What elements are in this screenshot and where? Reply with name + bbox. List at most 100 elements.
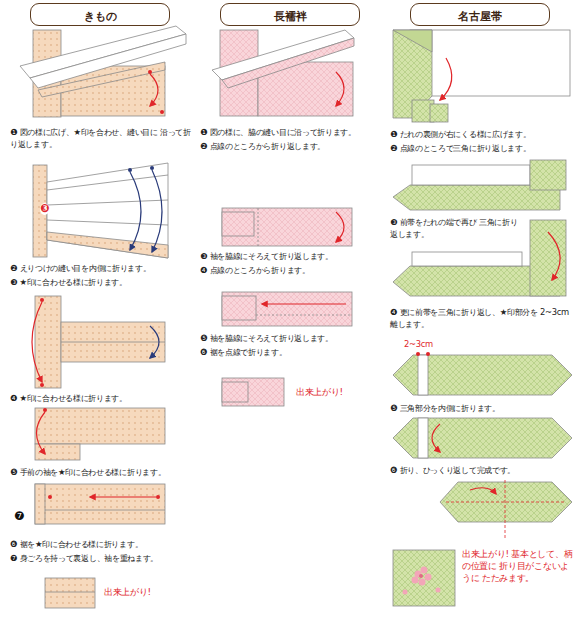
kimono-step2	[130, 172, 141, 250]
kimono-step4	[43, 408, 47, 412]
obi-step5	[418, 418, 428, 458]
section-header: 名古屋帯	[410, 3, 550, 26]
header-text: 名古屋帯	[458, 10, 502, 24]
kimono-step3	[40, 383, 44, 387]
kimono-step2	[47, 200, 168, 205]
nagajuban-step2	[258, 208, 259, 246]
kimono-step5	[35, 484, 45, 524]
kimono-step5	[35, 484, 165, 524]
nagajuban-step3	[256, 315, 352, 316]
dimension: 2~3cm	[404, 338, 433, 350]
obi-finished	[403, 590, 408, 595]
kimono-step1	[150, 74, 158, 106]
obi-finished	[419, 574, 423, 578]
obi-step6	[440, 480, 572, 538]
kimono-finished	[45, 578, 95, 608]
obi-step2	[393, 160, 566, 210]
obi-step4	[393, 355, 572, 395]
obi-finished	[419, 579, 426, 586]
callout-number: ❸	[40, 203, 49, 215]
obi-step1	[393, 30, 432, 52]
nagajuban-finished	[222, 378, 284, 406]
nagajuban-step1	[212, 30, 354, 80]
obi-step3	[530, 220, 566, 296]
kimono-step1	[160, 110, 164, 114]
kimono-step4	[35, 408, 165, 460]
nagajuban-step1	[336, 72, 344, 106]
obi-step5	[393, 418, 572, 458]
obi-step5	[393, 418, 572, 458]
kimono-step4	[35, 444, 80, 460]
kimono-step3	[40, 298, 44, 302]
obi-step6	[440, 482, 572, 522]
section-header: 長襦袢	[220, 3, 360, 26]
kimono-step1	[148, 70, 152, 74]
kimono-step2	[150, 166, 154, 170]
nagajuban-step2	[336, 212, 344, 242]
step-text: ❸ 前帯をたれの端で再び 三角に折り返します。	[390, 216, 522, 240]
step-text: ❹ ★印に合わせる様に折ります。	[10, 392, 194, 404]
nagajuban-step3	[222, 292, 352, 326]
kimono-step5	[90, 496, 156, 497]
step-text: ❷ 点線のところで三角に折り返します。	[390, 142, 576, 154]
nagajuban-step2	[222, 208, 352, 246]
nagajuban-step1	[222, 38, 354, 88]
kimono-finished	[45, 592, 95, 593]
obi-finished	[421, 567, 428, 574]
kimono-step2	[47, 232, 168, 258]
kimono-step5	[156, 495, 160, 499]
step-text: ❼ 身ごろを持って裏返し、袖を重ねます。	[10, 552, 196, 564]
obi-step6	[470, 488, 496, 494]
nagajuban-finished	[222, 382, 248, 402]
obi-finished	[436, 588, 441, 593]
obi-finished	[425, 574, 432, 581]
kimono-finished	[45, 578, 95, 608]
header-text: きもの	[84, 10, 117, 24]
step-text: ❸ 袖を脇線にそろえて折り返します。	[200, 250, 384, 262]
nagajuban-step2	[222, 212, 254, 236]
step-text: ❷ 点線のところから折り返します。	[200, 140, 384, 152]
step-text: ❹ 点線のところから折ります。	[200, 264, 384, 276]
nagajuban-step3	[222, 292, 352, 326]
kimono-step2	[152, 170, 162, 252]
obi-step1	[440, 58, 452, 100]
obi-step6	[505, 480, 506, 538]
nagajuban-step3	[262, 303, 346, 304]
kimono-step2	[47, 163, 168, 258]
obi-finished	[412, 577, 419, 584]
finished-note: 出来上がり!	[104, 586, 151, 598]
obi-step4	[416, 352, 420, 356]
step-text: ❻ 裾を★印に合わせる様に折ります。	[10, 538, 194, 550]
step-text: ❸ ★印に合わせる様に折ります。	[10, 276, 194, 288]
kimono-step2	[33, 163, 168, 258]
obi-finished	[393, 550, 455, 606]
callout-number: ❼	[14, 510, 25, 523]
kimono-step2	[47, 175, 168, 190]
kimono-step5	[35, 484, 165, 524]
obi-step2	[530, 160, 566, 190]
obi-step2	[412, 165, 530, 185]
step-text: ❺ 袖を脇線にそろえて折り返します。	[200, 332, 384, 344]
kimono-step5	[48, 495, 52, 499]
step-text: ❻ 折り、ひっくり返して完成です。	[390, 464, 576, 476]
nagajuban-step2	[222, 208, 352, 246]
obi-step4	[418, 355, 428, 395]
header-text: 長襦袢	[274, 10, 307, 24]
kimono-step1	[20, 26, 186, 117]
step-text: ❶ たれの裏側が右にくる様に広げます。	[390, 128, 576, 140]
kimono-step2	[47, 220, 168, 225]
kimono-step3	[32, 296, 165, 388]
kimono-step1	[38, 62, 165, 97]
obi-step4	[393, 352, 572, 395]
step-text: ❶ 図の様に、脇の縫い目に沿って折ります。	[200, 126, 384, 138]
obi-step5	[432, 424, 440, 452]
obi-step1	[393, 30, 570, 122]
kimono-step3	[32, 302, 42, 382]
step-text: ❶ 図の様に広げ、★印を合わせ、縫い目に 沿って折り返します。	[10, 126, 194, 150]
kimono-step3	[61, 342, 165, 343]
kimono-step3	[61, 322, 165, 362]
step-text: ❹ 更に前帯を三角に折り返し、★印部分を 2~3cm離します。	[390, 306, 576, 330]
section-header: きもの	[30, 3, 170, 26]
step-text: ❺ 手前の袖を★印に合わせる様に折ります。	[10, 466, 196, 478]
finished-note: 出来上がり!	[296, 386, 343, 398]
